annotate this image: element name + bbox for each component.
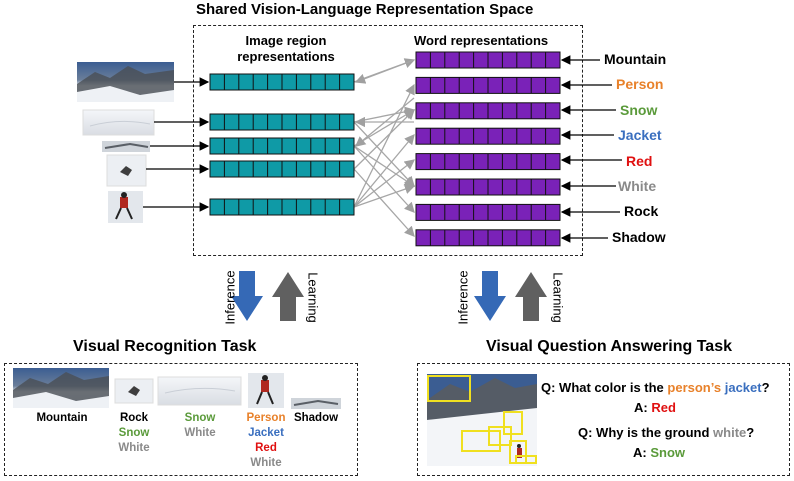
recognition-label: Person (246, 412, 286, 424)
word-representation-bars (415, 51, 561, 247)
vqa-question-1: Q: What color is the person’s jacket? (541, 380, 770, 395)
word-label-red: Red (626, 152, 653, 169)
word-label-jacket: Jacket (618, 127, 662, 144)
recognition-shadow-image (291, 398, 341, 409)
vqa-bounding-boxes (427, 375, 537, 464)
recognition-label: White (250, 457, 282, 469)
word-label-white: White (618, 178, 657, 194)
vqa-task-box (417, 363, 790, 476)
word-bar-mountain (415, 51, 561, 69)
image-bar-4 (209, 160, 355, 178)
recognition-mountain-image (13, 368, 109, 408)
rock-thumbnail (106, 154, 147, 187)
word-label-rock: Rock (624, 203, 659, 220)
q2-prefix: Q: Why is the ground (578, 425, 714, 440)
a2-answer: Snow (650, 445, 686, 460)
skier-thumbnail (108, 191, 143, 223)
diagram-title: Shared Vision-Language Representation Sp… (196, 1, 534, 18)
image-bar-2 (209, 113, 355, 131)
recognition-label: Jacket (248, 427, 284, 439)
q1-prefix: Q: What color is the (541, 380, 668, 395)
recognition-label: White (184, 427, 216, 439)
recognition-label: Snow (118, 427, 150, 439)
recognition-label: Mountain (36, 412, 88, 424)
a2-prefix: A: (633, 445, 651, 460)
word-bar-rock (415, 203, 561, 221)
q1-word-jacket: jacket (724, 380, 762, 395)
mountain-thumbnail (77, 62, 174, 102)
image-bar-3 (209, 137, 355, 155)
recognition-column-5: Shadow (276, 411, 356, 426)
learning-arrow-left (272, 272, 304, 321)
word-label-mountain: Mountain (604, 51, 667, 67)
recognition-label: White (118, 442, 150, 454)
word-representations-label: Word representations (414, 33, 549, 48)
shadow-thumbnail (102, 141, 150, 152)
recognition-skier-image (248, 373, 284, 408)
word-label-person: Person (616, 76, 664, 93)
recognition-rock-image (114, 378, 154, 404)
recognition-column-1: Mountain (22, 411, 102, 426)
word-bar-shadow (415, 229, 561, 247)
a1-answer: Red (651, 400, 676, 415)
image-bar-5 (209, 198, 355, 216)
vqa-question-2: Q: Why is the ground white? (578, 425, 754, 440)
inference-arrow-left (231, 271, 263, 321)
recognition-label: Shadow (293, 412, 339, 424)
inference-arrow-right (474, 271, 506, 321)
word-bar-jacket (415, 127, 561, 145)
q1-suffix: ? (761, 380, 770, 395)
vqa-answer-2: A: Snow (633, 445, 685, 460)
image-region-label: Image region representations (237, 33, 335, 64)
word-label-snow: Snow (620, 101, 658, 118)
shared-space-box (193, 25, 583, 256)
vqa-answer-1: A: Red (634, 400, 676, 415)
recognition-task-title: Visual Recognition Task (73, 338, 257, 355)
q2-suffix: ? (746, 425, 755, 440)
image-representation-bars (209, 73, 355, 216)
q1-word-person: person’s (667, 380, 722, 395)
image-bar-1 (209, 73, 355, 91)
recognition-label: Rock (119, 412, 149, 424)
word-bar-person (415, 76, 561, 94)
q2-word-white: white (713, 425, 747, 440)
a1-prefix: A: (634, 400, 652, 415)
recognition-label: Snow (184, 412, 216, 424)
word-bar-snow (415, 102, 561, 120)
vqa-task-title: Visual Question Answering Task (486, 338, 732, 355)
word-label-shadow: Shadow (612, 228, 666, 245)
recognition-task-box (4, 363, 358, 476)
word-bar-red (415, 153, 561, 171)
word-bar-white (415, 178, 561, 196)
recognition-label: Red (255, 442, 277, 454)
recognition-snow-image (157, 376, 242, 406)
learning-arrow-right (515, 272, 547, 321)
